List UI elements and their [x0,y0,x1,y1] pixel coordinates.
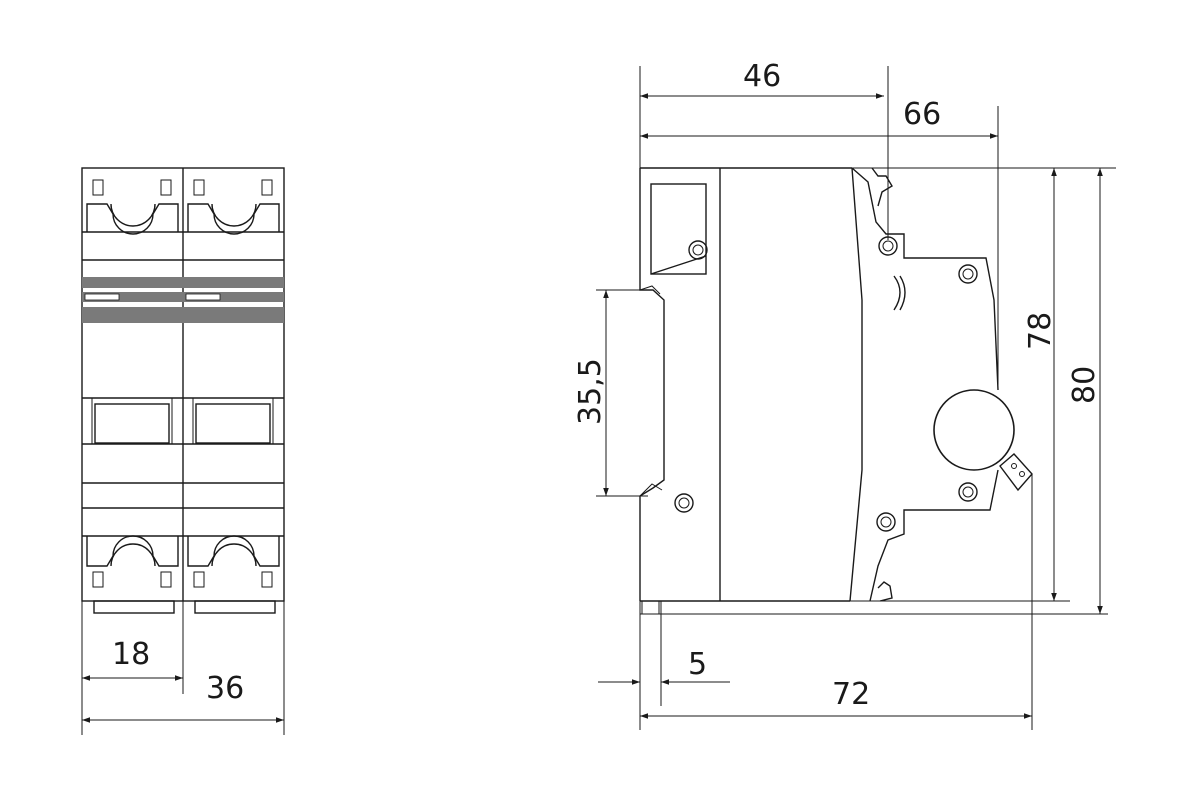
dim-label-width-total: 36 [206,671,244,706]
front-cover-profile [849,167,999,602]
front-width-dimensions: 18 36 [81,601,285,735]
dim-label-rail-35-5: 35,5 [573,358,608,425]
dim-label-depth-46: 46 [743,59,781,94]
side-dimension-lines [598,93,1103,719]
dim-label-offset-5: 5 [688,647,707,682]
dim-label-width-single: 18 [112,637,150,672]
side-extension-lines [596,66,1116,730]
side-view: 46 66 78 80 35,5 5 72 [573,59,1116,730]
side-dimension-labels: 46 66 78 80 35,5 5 72 [573,59,1102,712]
dim-label-height-78: 78 [1023,312,1058,350]
dim-label-height-80: 80 [1067,366,1102,404]
front-toggle-windows [82,397,284,509]
rail-clip [639,168,665,601]
bottom-terminals [82,535,284,614]
dim-label-depth-66: 66 [903,97,941,132]
front-view: 18 36 [81,167,285,735]
front-label-bands [82,277,284,323]
top-terminals [82,179,284,261]
dim-label-depth-72: 72 [832,677,870,712]
toggle-knob[interactable] [933,389,1015,471]
